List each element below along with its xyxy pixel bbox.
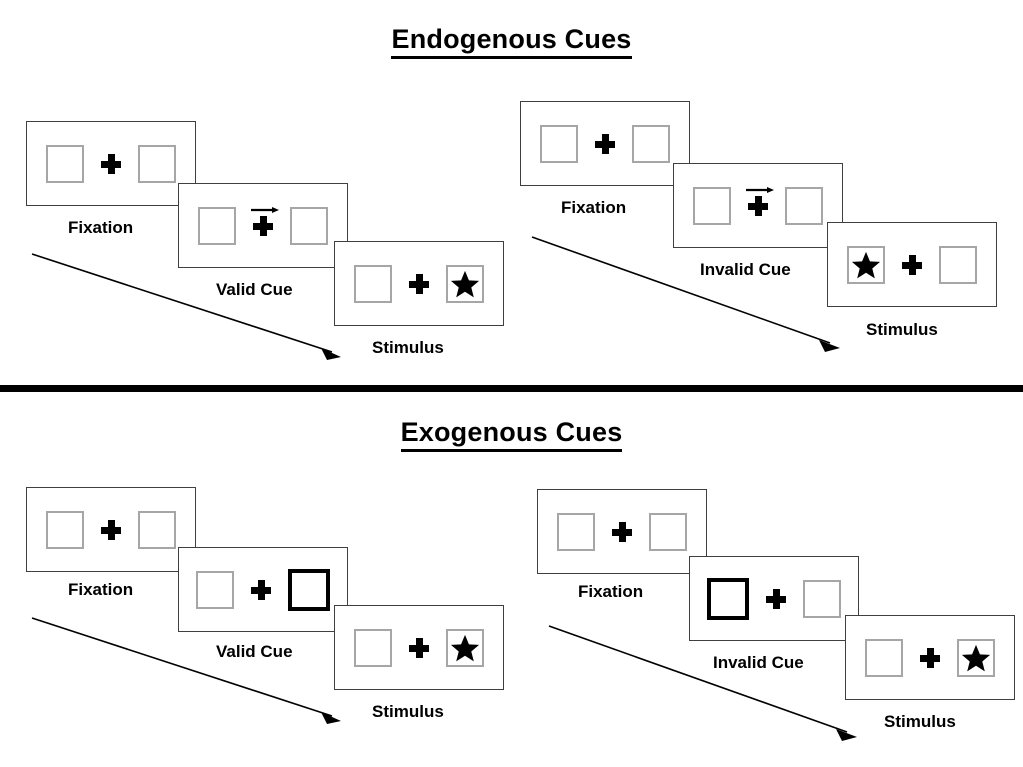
frame-content	[46, 144, 176, 183]
stage-label-endogenous-invalid-stimulus: Stimulus	[866, 320, 938, 339]
time-flow-arrow-icon	[531, 236, 840, 352]
placeholder-box-left	[354, 264, 392, 303]
frame-content	[847, 245, 977, 284]
frame-exogenous-valid-stimulus	[334, 605, 504, 690]
placeholder-box-right	[785, 186, 823, 225]
frame-endogenous-valid-cue	[178, 183, 348, 268]
frame-content	[693, 186, 823, 225]
center-slot	[101, 511, 121, 549]
center-slot	[251, 571, 271, 609]
frame-endogenous-invalid-fixation	[520, 101, 690, 186]
placeholder-box-right	[138, 510, 176, 549]
center-slot	[409, 265, 429, 303]
frame-content	[865, 638, 995, 677]
frame-content	[707, 577, 841, 620]
fixation-cross-icon	[766, 588, 786, 609]
center-slot	[746, 186, 774, 225]
fixation-cross-icon	[251, 579, 271, 600]
placeholder-box-left	[198, 206, 236, 245]
fixation-cross-icon	[409, 637, 429, 658]
fixation-cross-icon	[595, 133, 615, 154]
frame-endogenous-valid-stimulus	[334, 241, 504, 326]
star-target-icon	[450, 634, 480, 661]
placeholder-box-right	[290, 206, 328, 245]
fixation-cross-icon	[409, 273, 429, 294]
center-slot	[251, 206, 279, 245]
frame-exogenous-valid-fixation	[26, 487, 196, 572]
section-title-endogenous-text: Endogenous Cues	[391, 24, 632, 59]
frame-content	[196, 568, 330, 611]
placeholder-box-right	[138, 144, 176, 183]
section-title-endogenous: Endogenous Cues	[0, 24, 1023, 59]
fixation-cross-icon	[902, 254, 922, 275]
fixation-cross-icon	[612, 521, 632, 542]
stage-label-exogenous-invalid-cue: Invalid Cue	[713, 653, 804, 672]
placeholder-box-right-target	[446, 264, 484, 303]
stage-label-endogenous-valid-cue: Valid Cue	[216, 280, 293, 299]
placeholder-box-left	[540, 124, 578, 163]
center-slot	[595, 125, 615, 163]
section-title-exogenous: Exogenous Cues	[0, 417, 1023, 452]
stage-label-endogenous-invalid-cue: Invalid Cue	[700, 260, 791, 279]
frame-endogenous-valid-fixation	[26, 121, 196, 206]
frame-content	[198, 206, 328, 245]
center-slot	[409, 629, 429, 667]
stage-label-exogenous-invalid-fixation: Fixation	[578, 582, 644, 601]
stage-label-exogenous-valid-stimulus: Stimulus	[372, 702, 444, 721]
arrow-right-cue-icon	[746, 186, 774, 193]
star-target-icon	[450, 270, 480, 297]
section-title-exogenous-text: Exogenous Cues	[400, 417, 623, 452]
frame-exogenous-invalid-stimulus	[845, 615, 1015, 700]
fixation-cross-icon	[920, 647, 940, 668]
center-slot	[902, 246, 922, 284]
star-target-icon	[851, 251, 881, 278]
star-target-icon	[961, 644, 991, 671]
frame-exogenous-valid-cue	[178, 547, 348, 632]
center-slot	[101, 145, 121, 183]
frame-content	[46, 510, 176, 549]
frame-content	[540, 124, 670, 163]
placeholder-box-left	[46, 510, 84, 549]
placeholder-box-left-cued	[707, 577, 749, 620]
placeholder-box-right	[939, 245, 977, 284]
stage-label-endogenous-valid-fixation: Fixation	[68, 218, 134, 237]
placeholder-box-left	[354, 628, 392, 667]
fixation-cross-icon	[101, 519, 121, 540]
fixation-cross-icon	[253, 215, 273, 236]
frame-content	[354, 264, 484, 303]
placeholder-box-left-target	[847, 245, 885, 284]
placeholder-box-right	[632, 124, 670, 163]
frame-endogenous-invalid-stimulus	[827, 222, 997, 307]
placeholder-box-right	[803, 579, 841, 618]
placeholder-box-left	[46, 144, 84, 183]
frame-exogenous-invalid-fixation	[537, 489, 707, 574]
stage-label-exogenous-valid-cue: Valid Cue	[216, 642, 293, 661]
frame-endogenous-invalid-cue	[673, 163, 843, 248]
center-slot	[920, 639, 940, 677]
arrow-right-cue-icon	[251, 206, 279, 213]
placeholder-box-right-target	[957, 638, 995, 677]
stage-label-exogenous-invalid-stimulus: Stimulus	[884, 712, 956, 731]
fixation-cross-icon	[101, 153, 121, 174]
placeholder-box-right-target	[446, 628, 484, 667]
placeholder-box-left	[557, 512, 595, 551]
frame-exogenous-invalid-cue	[689, 556, 859, 641]
stage-label-endogenous-invalid-fixation: Fixation	[561, 198, 627, 217]
stage-label-exogenous-valid-fixation: Fixation	[68, 580, 134, 599]
placeholder-box-right	[649, 512, 687, 551]
center-slot	[766, 580, 786, 618]
placeholder-box-right-cued	[288, 568, 330, 611]
fixation-cross-icon	[748, 195, 768, 216]
placeholder-box-left	[865, 638, 903, 677]
placeholder-box-left	[196, 570, 234, 609]
section-divider	[0, 385, 1023, 392]
center-slot	[612, 513, 632, 551]
frame-content	[557, 512, 687, 551]
frame-content	[354, 628, 484, 667]
placeholder-box-left	[693, 186, 731, 225]
stage-label-endogenous-valid-stimulus: Stimulus	[372, 338, 444, 357]
